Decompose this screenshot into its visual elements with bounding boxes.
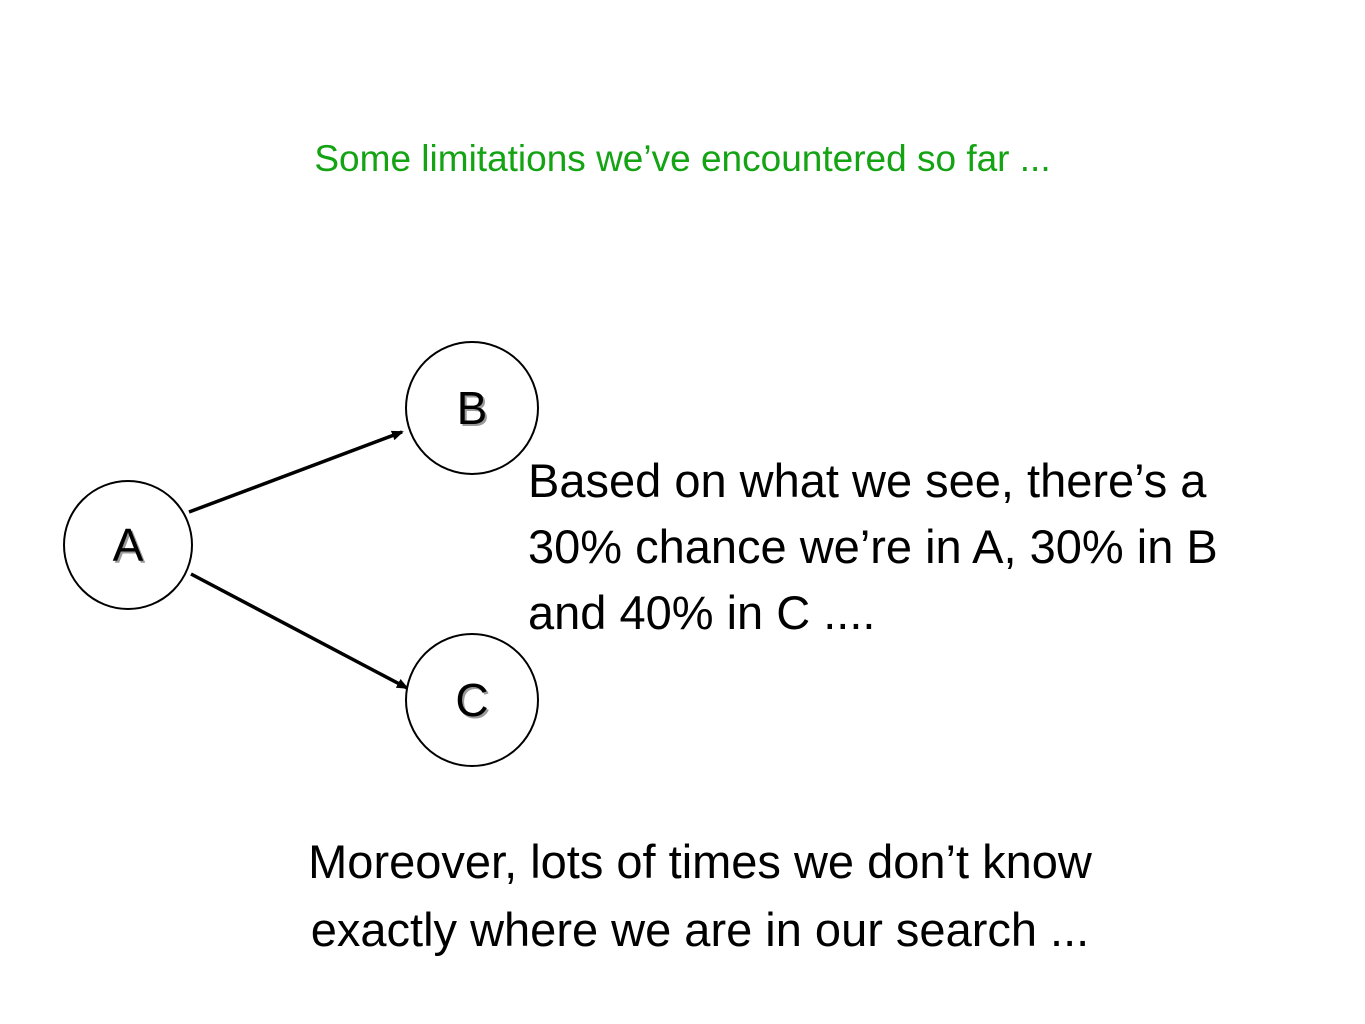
node-c-shadow: C: [457, 676, 490, 728]
edge-a-to-c: [190, 572, 409, 690]
edge-a-to-b: [188, 430, 404, 514]
probability-line-2: 30% chance we’re in A, 30% in B: [528, 520, 1218, 573]
node-a-shadow: A: [115, 521, 146, 573]
probability-line-3: and 40% in C ....: [528, 586, 876, 639]
probability-text: Based on what we see, there’s a 30% chan…: [528, 448, 1358, 646]
bottom-note-line-1: Moreover, lots of times we don’t know: [308, 835, 1092, 888]
probability-line-1: Based on what we see, there’s a: [528, 454, 1207, 507]
node-c-label: C: [455, 674, 488, 726]
node-b-shadow: B: [459, 384, 490, 436]
node-a: A A: [63, 480, 193, 610]
node-b: B B: [405, 341, 539, 475]
bottom-note-line-2: exactly where we are in our search ...: [310, 903, 1090, 956]
slide-title: Some limitations we’ve encountered so fa…: [314, 138, 1051, 179]
node-c: C C: [405, 633, 539, 767]
node-b-label: B: [457, 382, 488, 434]
node-a-label: A: [113, 519, 144, 571]
bottom-note: Moreover, lots of times we don’t know ex…: [0, 828, 1365, 964]
